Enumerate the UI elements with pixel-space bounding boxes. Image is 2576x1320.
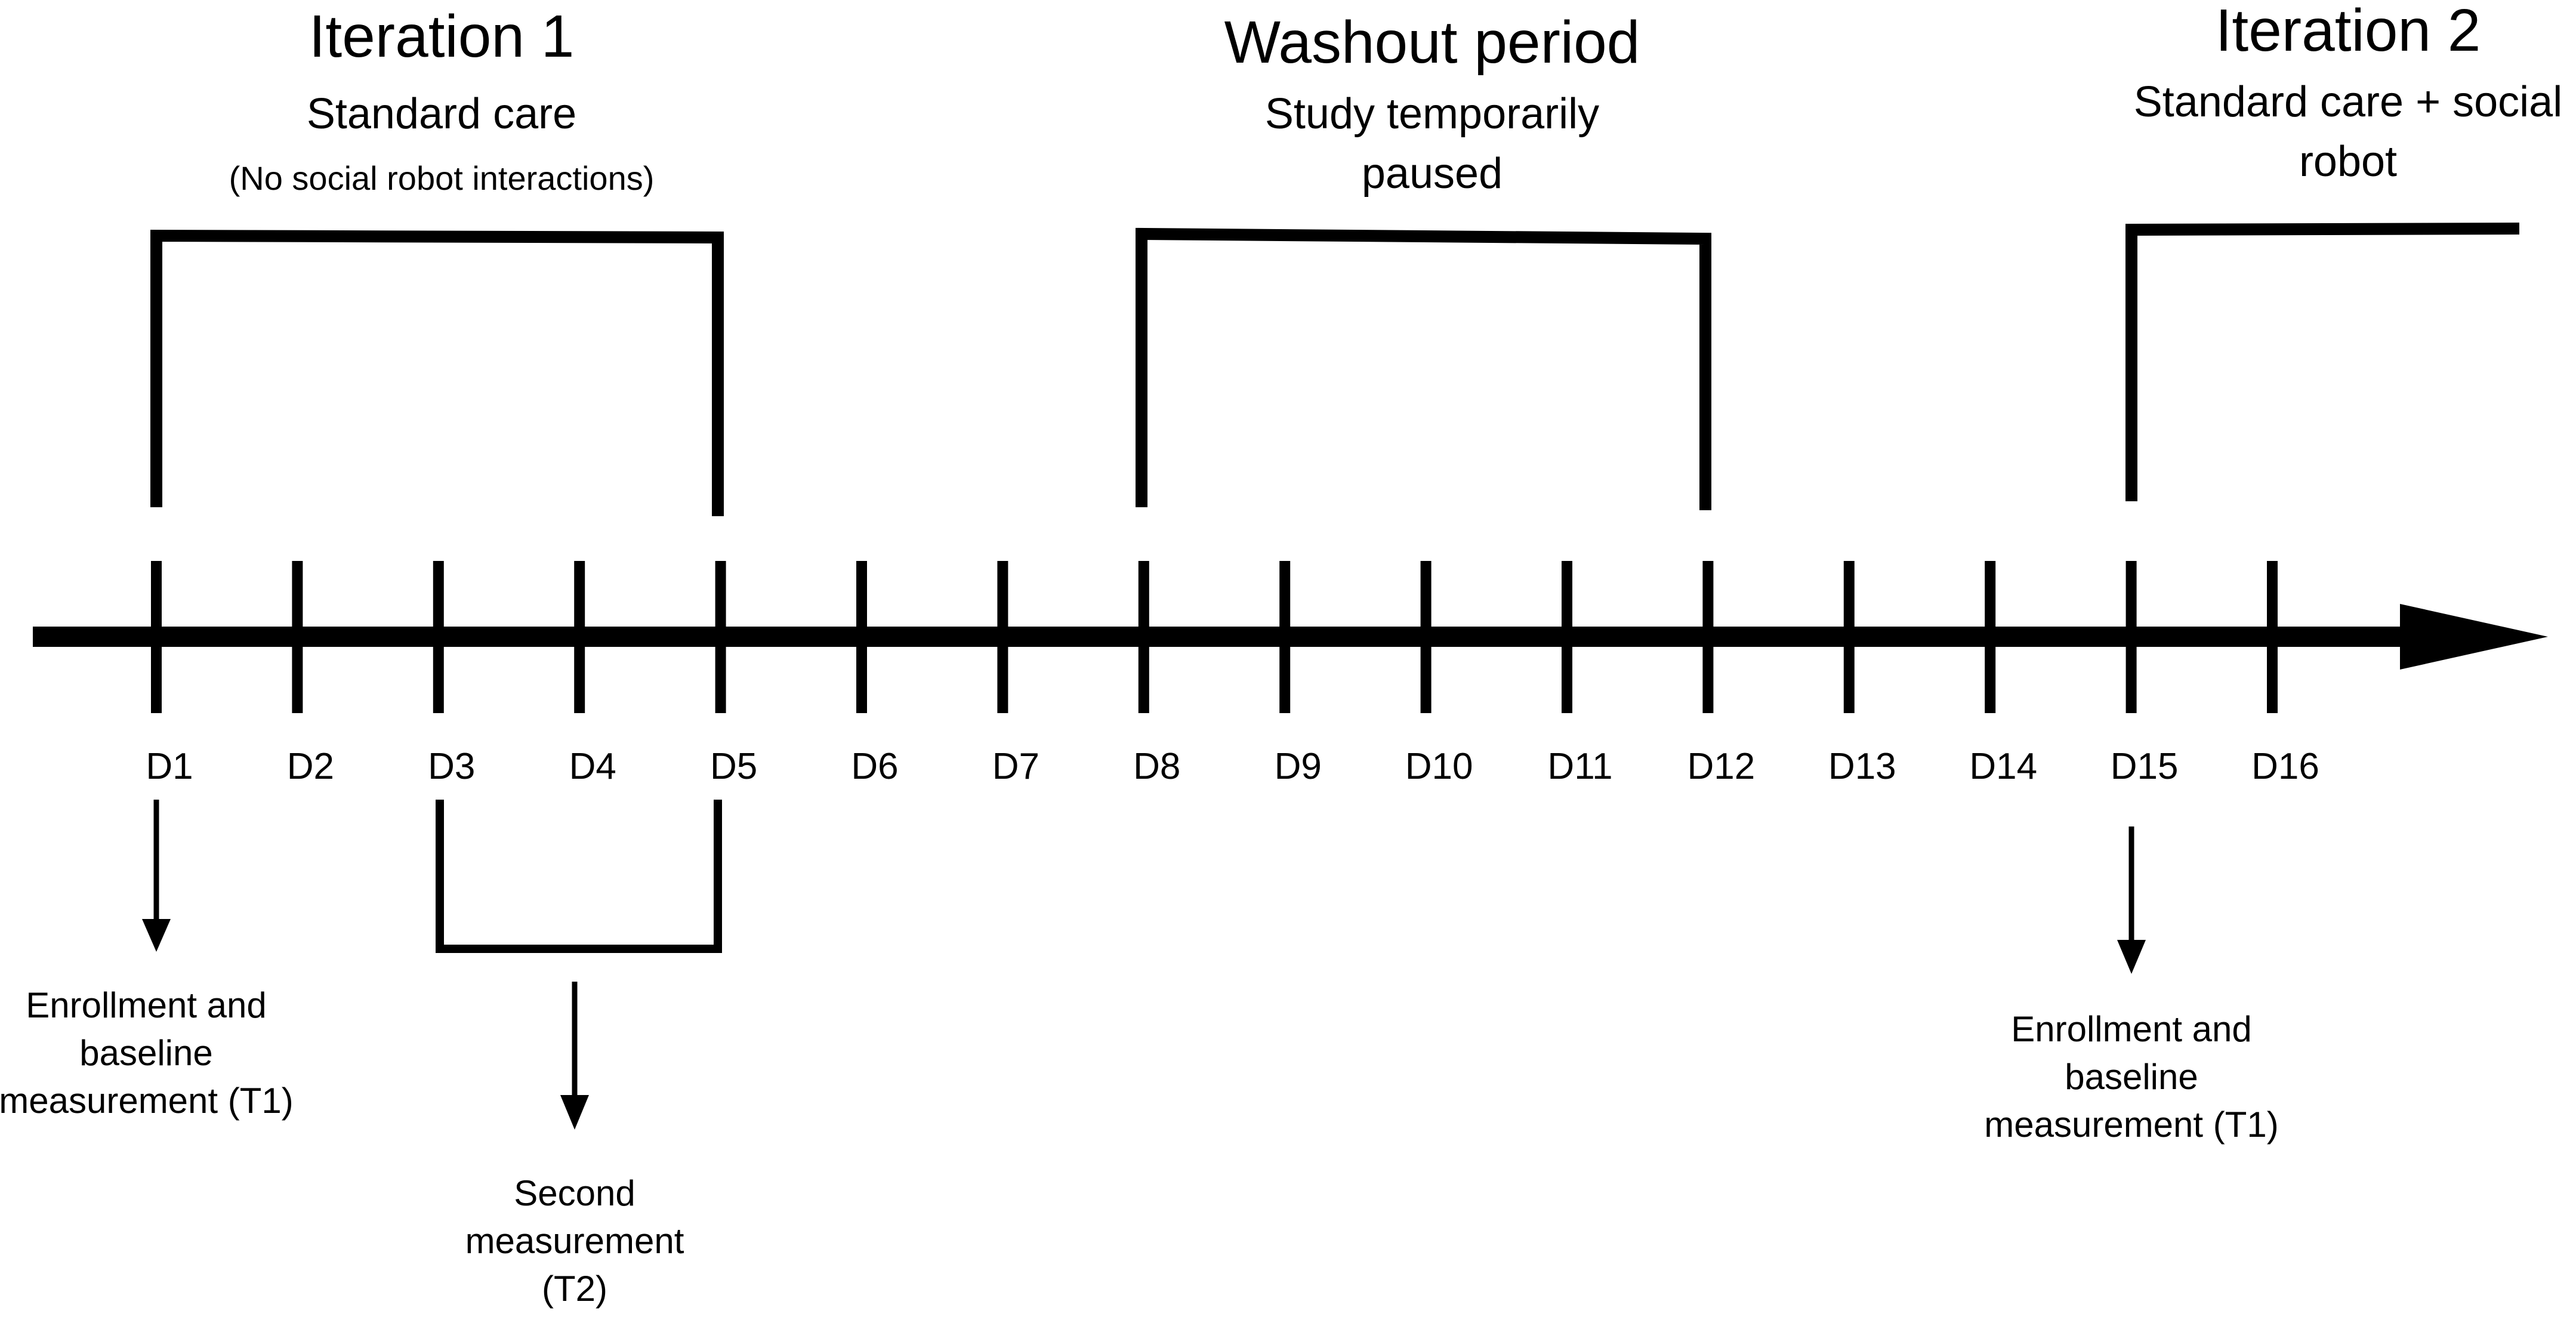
enroll1-label-line3: measurement (T1) bbox=[0, 1081, 294, 1121]
day-label-d8: D8 bbox=[1133, 746, 1180, 787]
second-arrow-head bbox=[560, 1095, 589, 1130]
enroll2-label-line2: baseline bbox=[2065, 1057, 2198, 1097]
day-label-d3: D3 bbox=[428, 746, 475, 787]
iteration2-subtitle-line1: Standard care + social bbox=[2134, 78, 2562, 126]
iteration1-note: (No social robot interactions) bbox=[229, 159, 655, 197]
day-label-d12: D12 bbox=[1687, 746, 1756, 787]
day-label-d4: D4 bbox=[569, 746, 616, 787]
iteration2-bracket bbox=[2125, 223, 2520, 501]
day-label-d6: D6 bbox=[851, 746, 898, 787]
iteration2-title: Iteration 2 bbox=[2216, 0, 2481, 64]
day-label-d9: D9 bbox=[1275, 746, 1322, 787]
day-label-d5: D5 bbox=[710, 746, 757, 787]
day-label-d1: D1 bbox=[146, 746, 193, 787]
second-label-line1: Second bbox=[514, 1173, 635, 1213]
day-labels: D1 D2 D3 D4 D5 D6 D7 D8 D9 D10 D11 D12 D13 D14 D15 D16 bbox=[146, 746, 2319, 787]
iteration1-subtitle: Standard care bbox=[307, 90, 576, 138]
day-label-d11: D11 bbox=[1547, 746, 1612, 787]
day-label-d14: D14 bbox=[1969, 746, 2037, 787]
enroll1-label-line1: Enrollment and bbox=[26, 985, 267, 1025]
day-label-d10: D10 bbox=[1405, 746, 1473, 787]
enroll2-arrow-head bbox=[2117, 940, 2146, 974]
day-label-d13: D13 bbox=[1828, 746, 1896, 787]
washout-subtitle-line2: paused bbox=[1362, 150, 1503, 198]
iteration1-title: Iteration 1 bbox=[309, 3, 575, 70]
second-measurement-bracket bbox=[436, 800, 722, 953]
iteration2-subtitle-line2: robot bbox=[2299, 138, 2397, 186]
iteration1-bracket bbox=[150, 229, 724, 516]
timeline-arrowhead bbox=[2400, 604, 2548, 670]
enroll2-label-line3: measurement (T1) bbox=[1984, 1105, 2278, 1145]
enroll1-arrow-head bbox=[142, 919, 171, 952]
day-ticks bbox=[151, 561, 2278, 713]
washout-bracket bbox=[1136, 227, 1711, 510]
day-label-d16: D16 bbox=[2251, 746, 2319, 787]
day-label-d2: D2 bbox=[287, 746, 334, 787]
day-label-d7: D7 bbox=[992, 746, 1039, 787]
second-label-line3: (T2) bbox=[542, 1269, 607, 1309]
enroll2-label-line1: Enrollment and bbox=[2011, 1009, 2252, 1049]
washout-subtitle-line1: Study temporarily bbox=[1265, 90, 1599, 138]
washout-title: Washout period bbox=[1224, 9, 1640, 76]
enroll1-label-line2: baseline bbox=[79, 1033, 213, 1073]
day-label-d15: D15 bbox=[2111, 746, 2179, 787]
second-label-line2: measurement bbox=[465, 1221, 684, 1261]
